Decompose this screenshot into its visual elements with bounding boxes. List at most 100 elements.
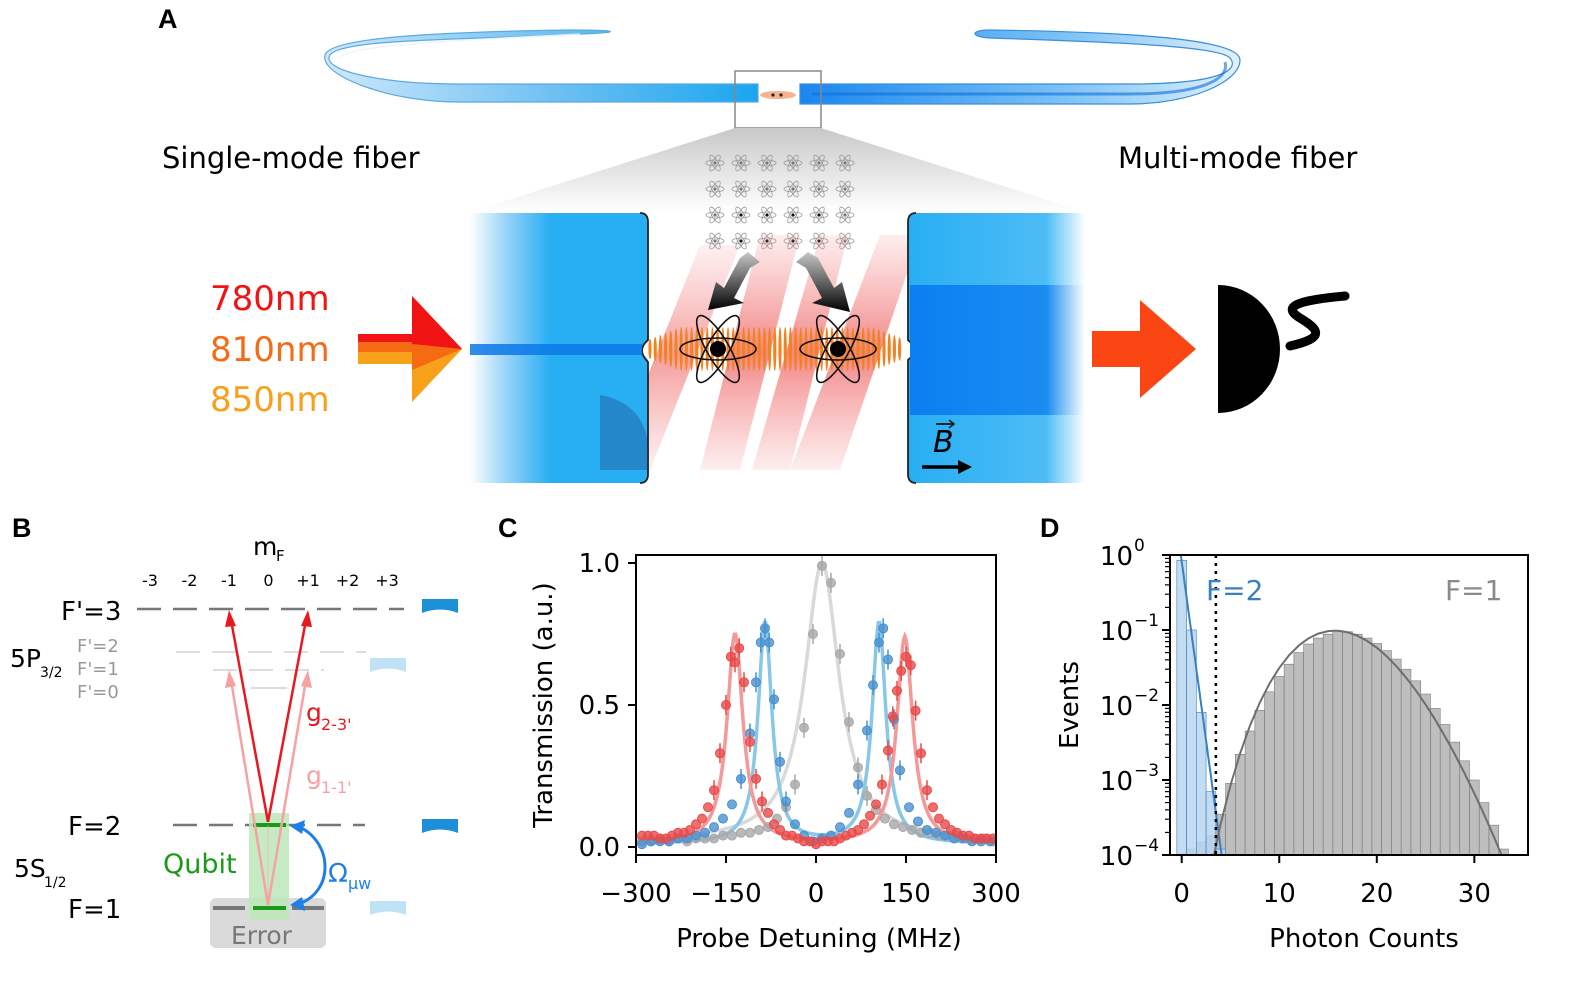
y-tick-exponent: −4 xyxy=(1134,836,1159,856)
standing-wave-fringe xyxy=(648,339,652,359)
data-point xyxy=(871,799,881,810)
transport-arrow xyxy=(708,252,760,310)
data-point xyxy=(883,745,893,756)
data-point xyxy=(898,822,908,833)
histogram-bar xyxy=(1400,668,1412,855)
data-point xyxy=(691,819,701,830)
histogram-bar xyxy=(1254,709,1265,855)
detector-icon xyxy=(1218,285,1350,413)
standing-wave-fringe xyxy=(851,327,855,371)
mf-axis-label: m F xyxy=(253,532,285,565)
mf-value: -1 xyxy=(221,571,237,590)
data-point xyxy=(835,648,845,659)
left-fiber-core xyxy=(470,344,642,355)
array-atom-icon xyxy=(757,180,777,198)
fit-curve xyxy=(636,620,996,845)
omega-sub: μw xyxy=(348,874,371,893)
transition-g23-plus xyxy=(266,610,312,823)
data-point xyxy=(878,623,889,634)
transport-arrow xyxy=(796,252,850,312)
label-f3p: F'=3 xyxy=(61,597,121,627)
histogram-bar xyxy=(1332,630,1343,855)
data-point xyxy=(799,722,809,733)
standing-wave-fringe xyxy=(669,330,673,368)
mf-value: +3 xyxy=(375,571,399,590)
wavelength-810: 810nm xyxy=(210,330,330,370)
plot-c-ylabel: Transmission (a.u.) xyxy=(529,582,559,828)
histogram-bar xyxy=(1274,676,1285,855)
g23-sub: 2-3' xyxy=(321,715,352,734)
y-tick-label: 10 xyxy=(1100,542,1133,572)
data-point xyxy=(718,830,728,841)
histogram-bar xyxy=(1410,680,1421,855)
data-point xyxy=(700,827,710,838)
standing-wave-fringe xyxy=(731,327,735,371)
x-tick-label: −150 xyxy=(690,879,761,909)
standing-wave-fringe xyxy=(778,327,782,371)
panel-c-letter: C xyxy=(498,513,518,543)
data-point xyxy=(709,785,719,796)
standing-wave-fringe xyxy=(794,327,798,371)
histogram-bars xyxy=(1176,559,1509,855)
single-mode-fiber xyxy=(324,29,759,103)
right-fiber-core xyxy=(910,285,1085,415)
data-point xyxy=(844,717,854,728)
tweezer-beam xyxy=(790,235,920,470)
standing-wave-fringe xyxy=(877,328,881,370)
plot-c-frame xyxy=(635,554,997,856)
fit-curve xyxy=(636,560,996,840)
microwave-arrow xyxy=(290,820,327,911)
data-point xyxy=(727,830,737,841)
vector-arrow-icon xyxy=(936,419,956,429)
qubit-label: Qubit xyxy=(163,849,237,880)
plot-d-xlabel: Photon Counts xyxy=(1269,924,1459,954)
data-point xyxy=(874,637,884,648)
single-mode-label: Single-mode fiber xyxy=(162,141,420,175)
standing-wave-fringe xyxy=(809,327,813,371)
input-light-arrow xyxy=(358,296,462,402)
x-tick-label: 10 xyxy=(1263,879,1296,909)
panel-d-letter: D xyxy=(1040,513,1060,543)
x-tick-label: 30 xyxy=(1458,879,1491,909)
standing-wave-fringe xyxy=(658,334,663,364)
data-point xyxy=(790,779,800,790)
data-point xyxy=(685,824,695,835)
label-f2p: F'=2 xyxy=(77,636,119,657)
histogram-bar xyxy=(1391,658,1402,855)
histogram-bar xyxy=(1420,693,1431,855)
array-atom-icon xyxy=(783,180,803,198)
data-point xyxy=(910,705,921,716)
standing-wave-fringe xyxy=(762,327,767,371)
data-point xyxy=(853,824,863,835)
x-tick-label: 0 xyxy=(808,879,825,909)
data-point xyxy=(934,813,944,824)
histogram-bar xyxy=(1225,783,1236,855)
array-atom-icon xyxy=(783,154,803,172)
multi-mode-fiber xyxy=(799,29,1241,105)
data-point xyxy=(709,833,719,844)
histogram-bar xyxy=(1313,637,1324,855)
legend-f1: F=1 xyxy=(1445,574,1502,607)
output-light-arrow xyxy=(1092,300,1196,398)
array-atom-icon xyxy=(705,232,725,250)
g23-text: g xyxy=(306,698,322,727)
fit-curve xyxy=(1179,555,1223,855)
data-point xyxy=(887,711,898,722)
wavelength-850: 850nm xyxy=(210,380,330,420)
standing-wave-fringe xyxy=(726,327,730,371)
omega-text: Ω xyxy=(328,859,348,889)
magnetic-field-arrow xyxy=(922,460,972,474)
standing-wave-fringe xyxy=(814,327,819,371)
array-atom-icon xyxy=(731,180,751,198)
standing-wave-fringe xyxy=(820,327,824,371)
data-point xyxy=(715,748,725,759)
data-point xyxy=(760,623,770,634)
atom-dot xyxy=(771,93,775,97)
standing-wave-fringe xyxy=(882,331,886,367)
cavity-mirror-icon xyxy=(370,901,406,915)
standing-wave-fringe xyxy=(747,327,751,371)
data-point xyxy=(790,819,800,830)
data-point xyxy=(751,677,761,688)
